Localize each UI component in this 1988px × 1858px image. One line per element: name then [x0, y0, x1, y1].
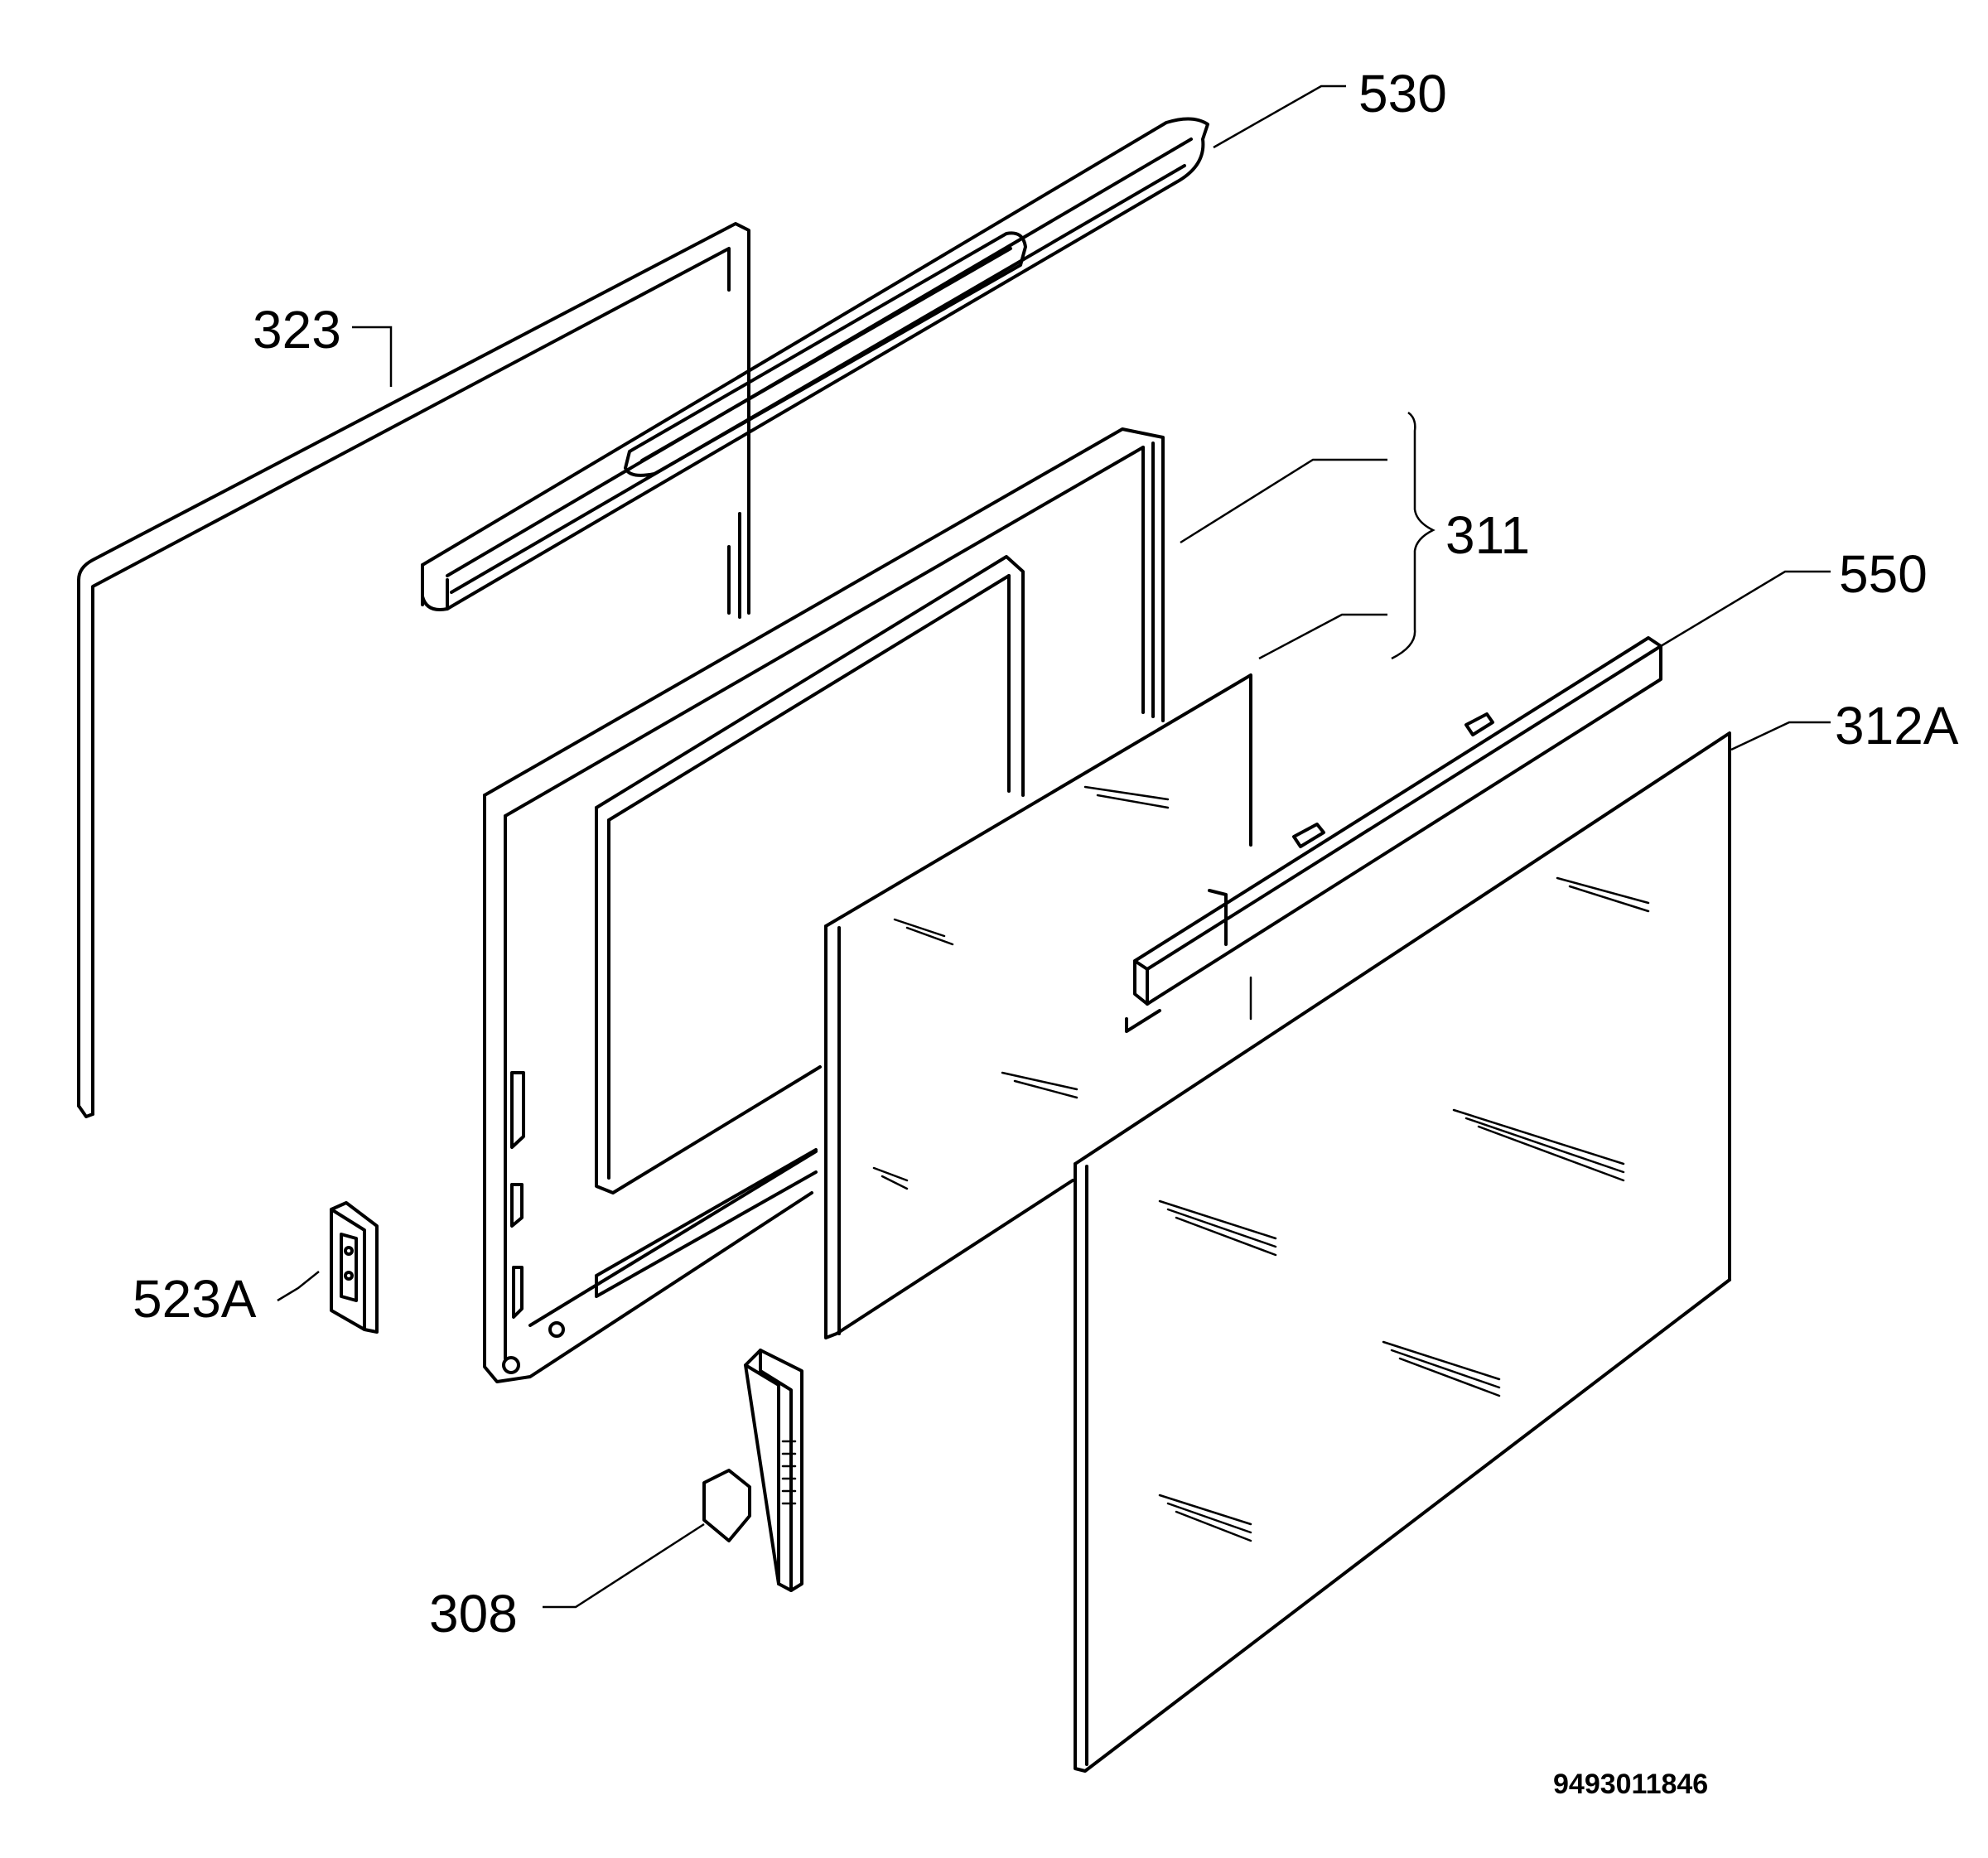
part-523a-catch — [330, 1201, 379, 1334]
part-middle-glass — [824, 673, 1252, 1339]
label-530: 530 — [1358, 64, 1447, 123]
label-523a: 523A — [133, 1269, 257, 1329]
part-311-door-frame — [483, 427, 1165, 1383]
label-308: 308 — [429, 1584, 518, 1643]
part-308-hinge — [702, 1349, 803, 1592]
part-530-top-cover — [421, 117, 1209, 611]
label-323: 323 — [253, 300, 341, 360]
part-323-door-seal — [77, 222, 750, 1118]
diagram-code: 9493011846 — [1553, 1769, 1708, 1800]
leader-lines — [277, 84, 1831, 1609]
label-550: 550 — [1839, 544, 1928, 604]
label-311: 311 — [1445, 505, 1530, 565]
label-312a: 312A — [1835, 696, 1959, 755]
part-550-top-strip — [1125, 636, 1662, 1033]
part-312a-front-glass — [1074, 731, 1731, 1773]
